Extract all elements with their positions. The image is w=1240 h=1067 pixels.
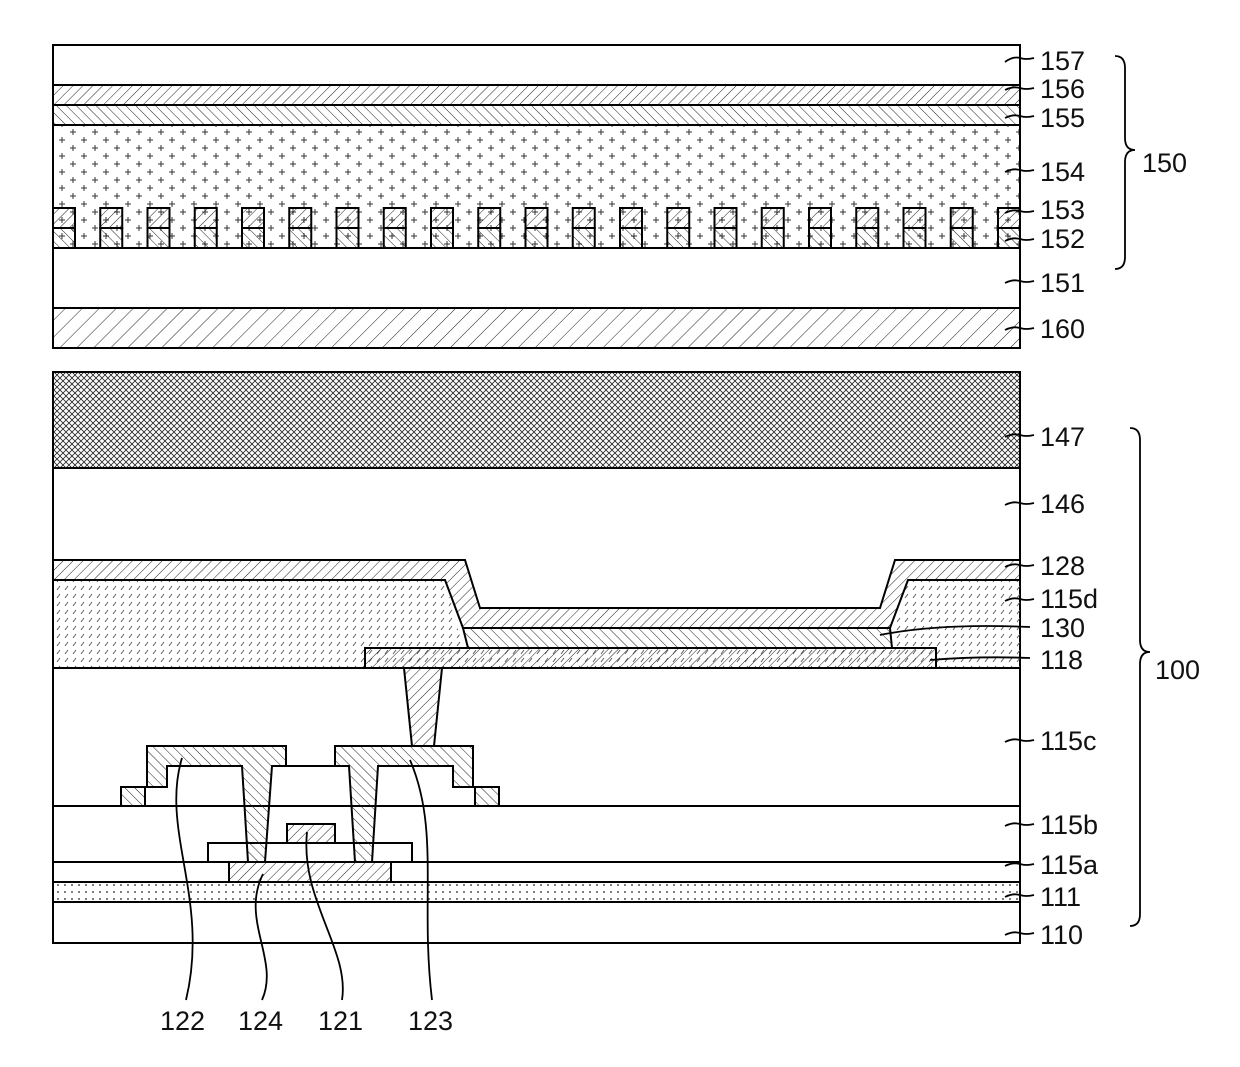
pillar-152 — [384, 228, 406, 248]
label-130: 130 — [1040, 613, 1085, 643]
pillar-152 — [856, 228, 878, 248]
pillar-152 — [431, 228, 453, 248]
pillar-153 — [620, 208, 642, 228]
label-118: 118 — [1040, 645, 1083, 675]
label-151: 151 — [1040, 268, 1085, 298]
pillar-153 — [809, 208, 831, 228]
label-122: 122 — [160, 1006, 205, 1036]
pillar-152 — [904, 228, 926, 248]
pillar-152 — [667, 228, 689, 248]
pillar-153 — [337, 208, 359, 228]
label-147: 147 — [1040, 422, 1085, 452]
label-124: 124 — [238, 1006, 283, 1036]
label-110: 110 — [1040, 920, 1083, 950]
label-115c: 115c — [1040, 726, 1097, 756]
label-100: 100 — [1155, 655, 1200, 685]
pillar-153 — [715, 208, 737, 228]
layer-151 — [53, 248, 1020, 308]
pillar-153 — [526, 208, 548, 228]
label-154: 154 — [1040, 157, 1085, 187]
upper-stack — [53, 45, 1020, 348]
lower-stack — [53, 372, 1020, 943]
pillar-153 — [951, 208, 973, 228]
pillar-153 — [667, 208, 689, 228]
label-153: 153 — [1040, 195, 1085, 225]
pillar-152 — [715, 228, 737, 248]
pillar-153 — [431, 208, 453, 228]
pillar-152 — [573, 228, 595, 248]
pillar-153 — [53, 208, 75, 228]
pillar-152 — [620, 228, 642, 248]
label-115d: 115d — [1040, 584, 1098, 614]
pillar-152 — [100, 228, 122, 248]
label-121: 121 — [318, 1006, 363, 1036]
label-160: 160 — [1040, 314, 1085, 344]
label-157: 157 — [1040, 46, 1085, 76]
layer-130 — [463, 628, 892, 648]
label-115b: 115b — [1040, 810, 1098, 840]
pillar-152 — [478, 228, 500, 248]
pillar-153 — [573, 208, 595, 228]
pillar-153 — [478, 208, 500, 228]
pillar-152 — [148, 228, 170, 248]
gate-121 — [287, 824, 335, 843]
pillar-array-152-153 — [53, 208, 1020, 248]
pillar-153 — [904, 208, 926, 228]
pillar-152 — [809, 228, 831, 248]
pillar-153 — [289, 208, 311, 228]
label-111: 111 — [1040, 882, 1081, 912]
pillar-153 — [856, 208, 878, 228]
layer-111 — [53, 882, 1020, 902]
pillar-153 — [384, 208, 406, 228]
pillar-152 — [289, 228, 311, 248]
label-152: 152 — [1040, 224, 1085, 254]
label-156: 156 — [1040, 74, 1085, 104]
pillar-153 — [762, 208, 784, 228]
pillar-152 — [242, 228, 264, 248]
layer-155 — [53, 105, 1020, 125]
pillar-153 — [148, 208, 170, 228]
pillar-153 — [100, 208, 122, 228]
pillar-152 — [195, 228, 217, 248]
layer-156 — [53, 85, 1020, 105]
pillar-152 — [53, 228, 75, 248]
pillar-152 — [337, 228, 359, 248]
pillar-153 — [242, 208, 264, 228]
pillar-152 — [951, 228, 973, 248]
label-146: 146 — [1040, 489, 1085, 519]
pillar-152 — [526, 228, 548, 248]
label-115a: 115a — [1040, 850, 1099, 880]
layer-157 — [53, 45, 1020, 85]
label-150: 150 — [1142, 148, 1187, 178]
pillar-152 — [762, 228, 784, 248]
layer-160 — [53, 308, 1020, 348]
layer-147 — [53, 372, 1020, 468]
label-123: 123 — [408, 1006, 453, 1036]
label-128: 128 — [1040, 551, 1085, 581]
pillar-153 — [195, 208, 217, 228]
label-155: 155 — [1040, 103, 1085, 133]
